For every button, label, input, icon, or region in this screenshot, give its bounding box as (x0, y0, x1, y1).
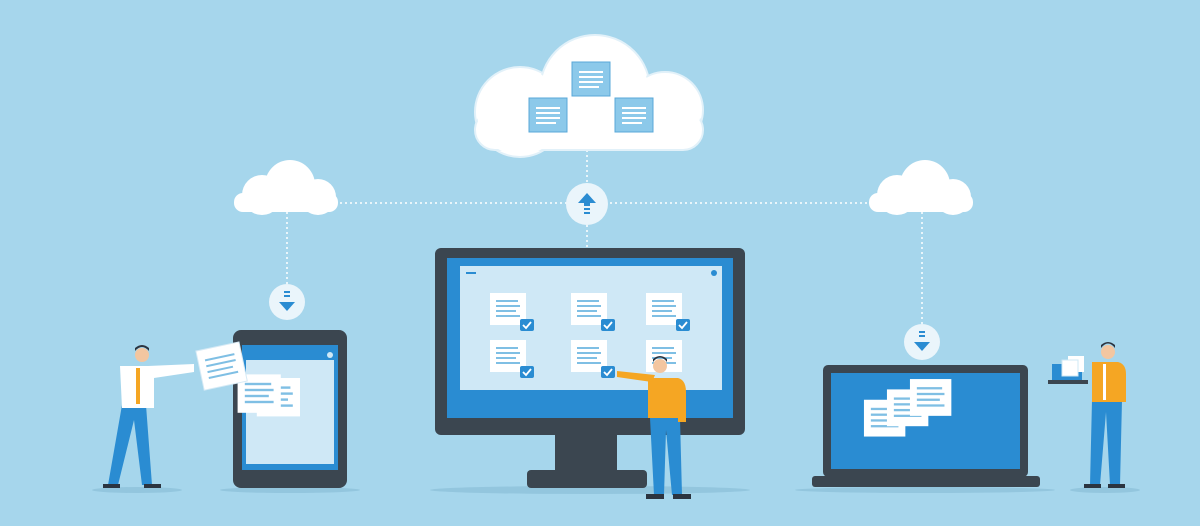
checkmark-icon (519, 365, 535, 379)
laptop (812, 365, 1040, 487)
upload-arrow-icon (566, 183, 608, 225)
document-icon (909, 379, 952, 416)
right-cloud (869, 160, 973, 215)
main-cloud (474, 34, 704, 158)
connector-lines (286, 150, 923, 328)
document-icon (614, 97, 654, 133)
document-icon (528, 97, 568, 133)
checkmark-icon (600, 318, 616, 332)
checkmark-icon (600, 365, 616, 379)
checkmark-icon (675, 318, 691, 332)
checkmark-icon (519, 318, 535, 332)
person-left (103, 341, 248, 488)
desktop-monitor (435, 248, 745, 488)
download-arrow-icon (269, 284, 305, 320)
download-arrow-icon (904, 324, 940, 360)
person-right (1048, 342, 1126, 488)
document-icon (571, 61, 611, 97)
person-center (617, 356, 691, 499)
tablet (233, 330, 347, 488)
ground-shadows (92, 486, 1140, 494)
left-cloud (234, 160, 338, 215)
